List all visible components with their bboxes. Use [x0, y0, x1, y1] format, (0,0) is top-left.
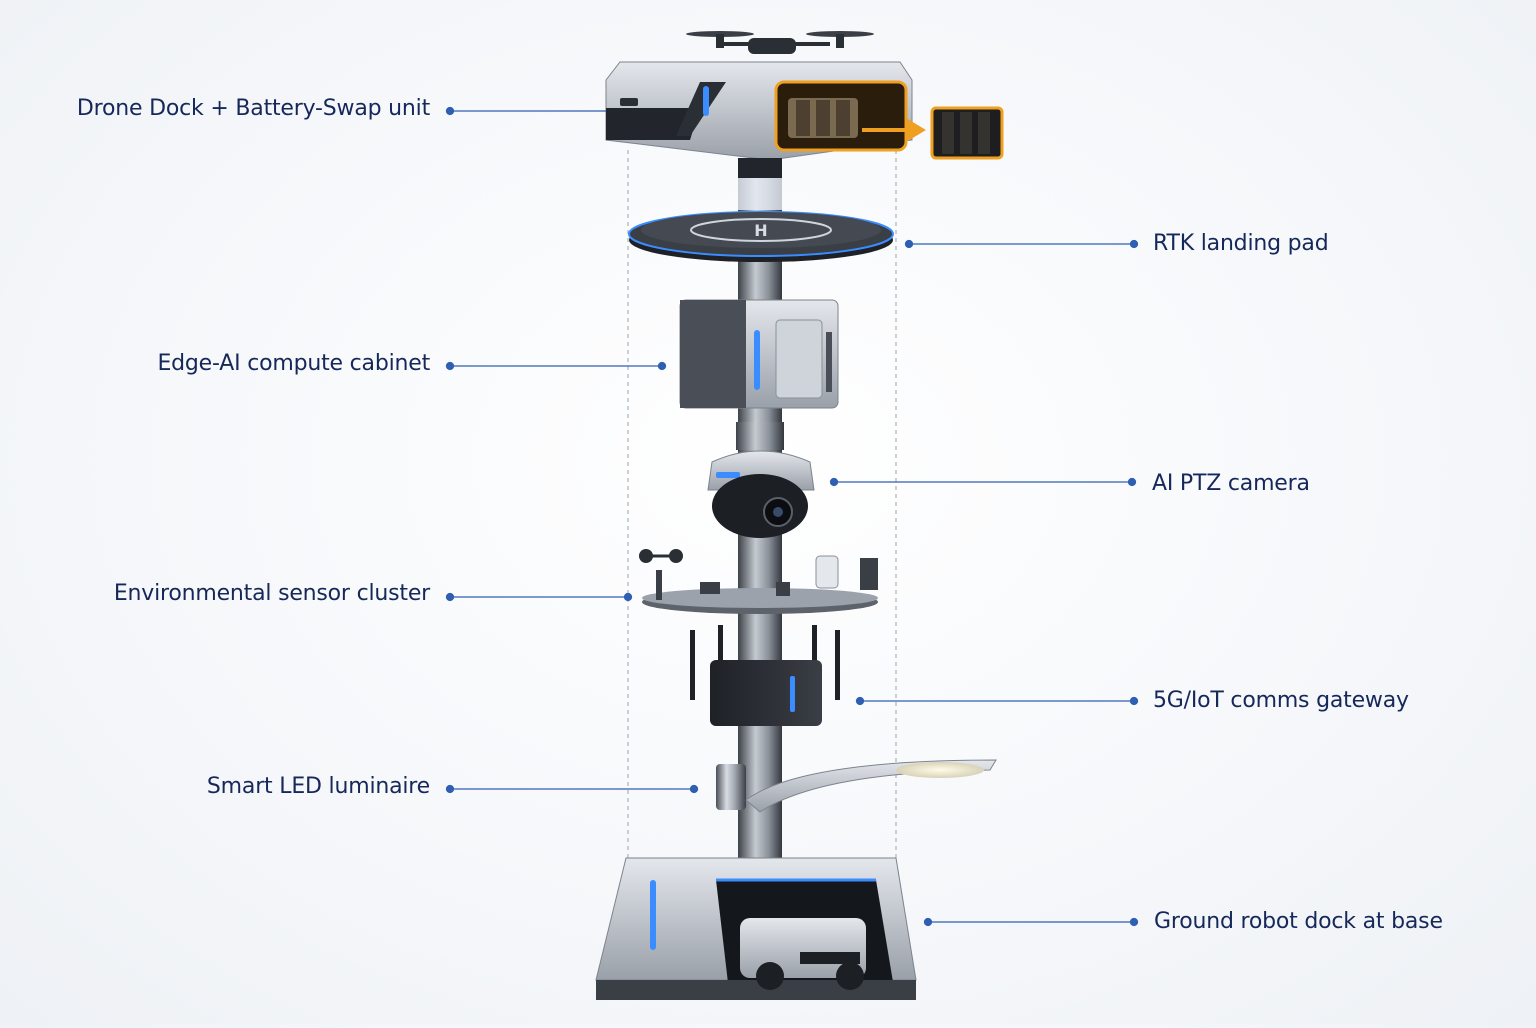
led-luminaire: [716, 759, 997, 813]
environmental-sensor-cluster: [639, 549, 878, 614]
label-edge-ai: Edge-AI compute cabinet: [157, 351, 430, 376]
label-env-sensors: Environmental sensor cluster: [113, 581, 430, 606]
battery-swap-icon: [862, 106, 1004, 160]
label-led-luminaire: Smart LED luminaire: [206, 774, 430, 799]
ground-robot-icon: [740, 918, 866, 990]
label-ptz-camera: AI PTZ camera: [1152, 471, 1310, 496]
comms-gateway: [690, 625, 840, 726]
edge-ai-cabinet: [679, 299, 839, 409]
pad-marking: H: [754, 221, 767, 240]
label-drone-dock: Drone Dock + Battery-Swap unit: [76, 96, 430, 121]
drone-icon: [686, 31, 874, 54]
drone-dock-module: [605, 31, 913, 178]
leader-lines: [445, 106, 1139, 927]
label-robot-dock: Ground robot dock at base: [1154, 909, 1443, 934]
label-comms-gateway: 5G/IoT comms gateway: [1153, 688, 1409, 713]
label-rtk-pad: RTK landing pad: [1153, 231, 1329, 256]
ptz-camera: [707, 422, 815, 538]
ground-robot-dock: [595, 857, 917, 1000]
rtk-landing-pad: H: [628, 211, 894, 262]
